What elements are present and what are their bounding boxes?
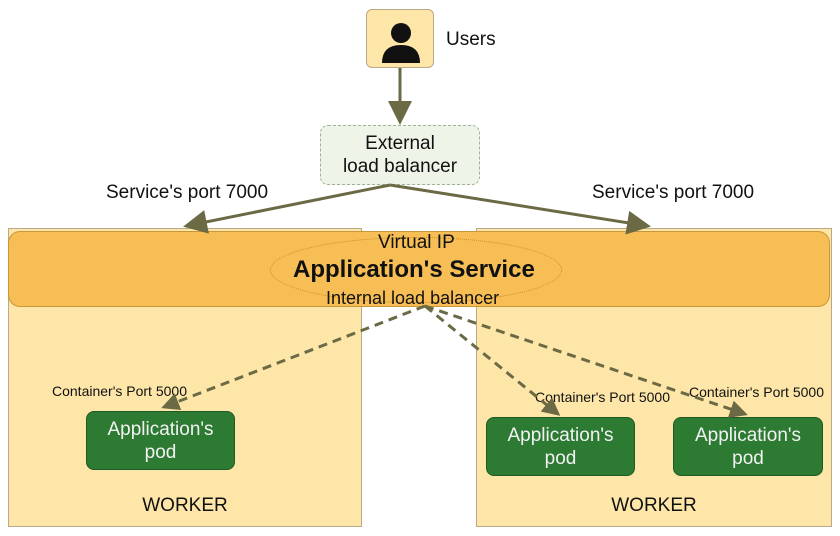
arrow-lb-to-service-left bbox=[183, 183, 391, 234]
users-label: Users bbox=[446, 29, 496, 50]
virtual-ip-ellipse bbox=[270, 237, 562, 303]
virtual-ip-label: Virtual IP bbox=[378, 232, 455, 253]
external-load-balancer: External load balancer bbox=[320, 125, 480, 185]
arrow-service-to-pod-right bbox=[424, 304, 748, 418]
internal-load-balancer-label: Internal load balancer bbox=[326, 288, 500, 308]
arrow-service-to-pod-left bbox=[161, 304, 426, 410]
arrow-service-to-pod-middle bbox=[424, 304, 561, 416]
service-port-label-left: Service's port 7000 bbox=[106, 182, 269, 203]
application-pod: Application's pod bbox=[486, 417, 635, 476]
worker-label: WORKER bbox=[142, 495, 228, 516]
container-port-label: Container's Port 5000 bbox=[535, 389, 670, 405]
application-pod: Application's pod bbox=[673, 417, 823, 476]
container-port-label: Container's Port 5000 bbox=[52, 383, 187, 399]
service-title: Application's Service bbox=[293, 256, 535, 283]
worker-label: WORKER bbox=[611, 495, 697, 516]
users-box bbox=[366, 9, 434, 68]
user-icon bbox=[382, 23, 420, 63]
service-port-label-right: Service's port 7000 bbox=[592, 182, 755, 203]
container-port-label: Container's Port 5000 bbox=[689, 384, 824, 400]
arrow-lb-to-service-right bbox=[389, 183, 651, 235]
application-pod: Application's pod bbox=[86, 411, 235, 470]
